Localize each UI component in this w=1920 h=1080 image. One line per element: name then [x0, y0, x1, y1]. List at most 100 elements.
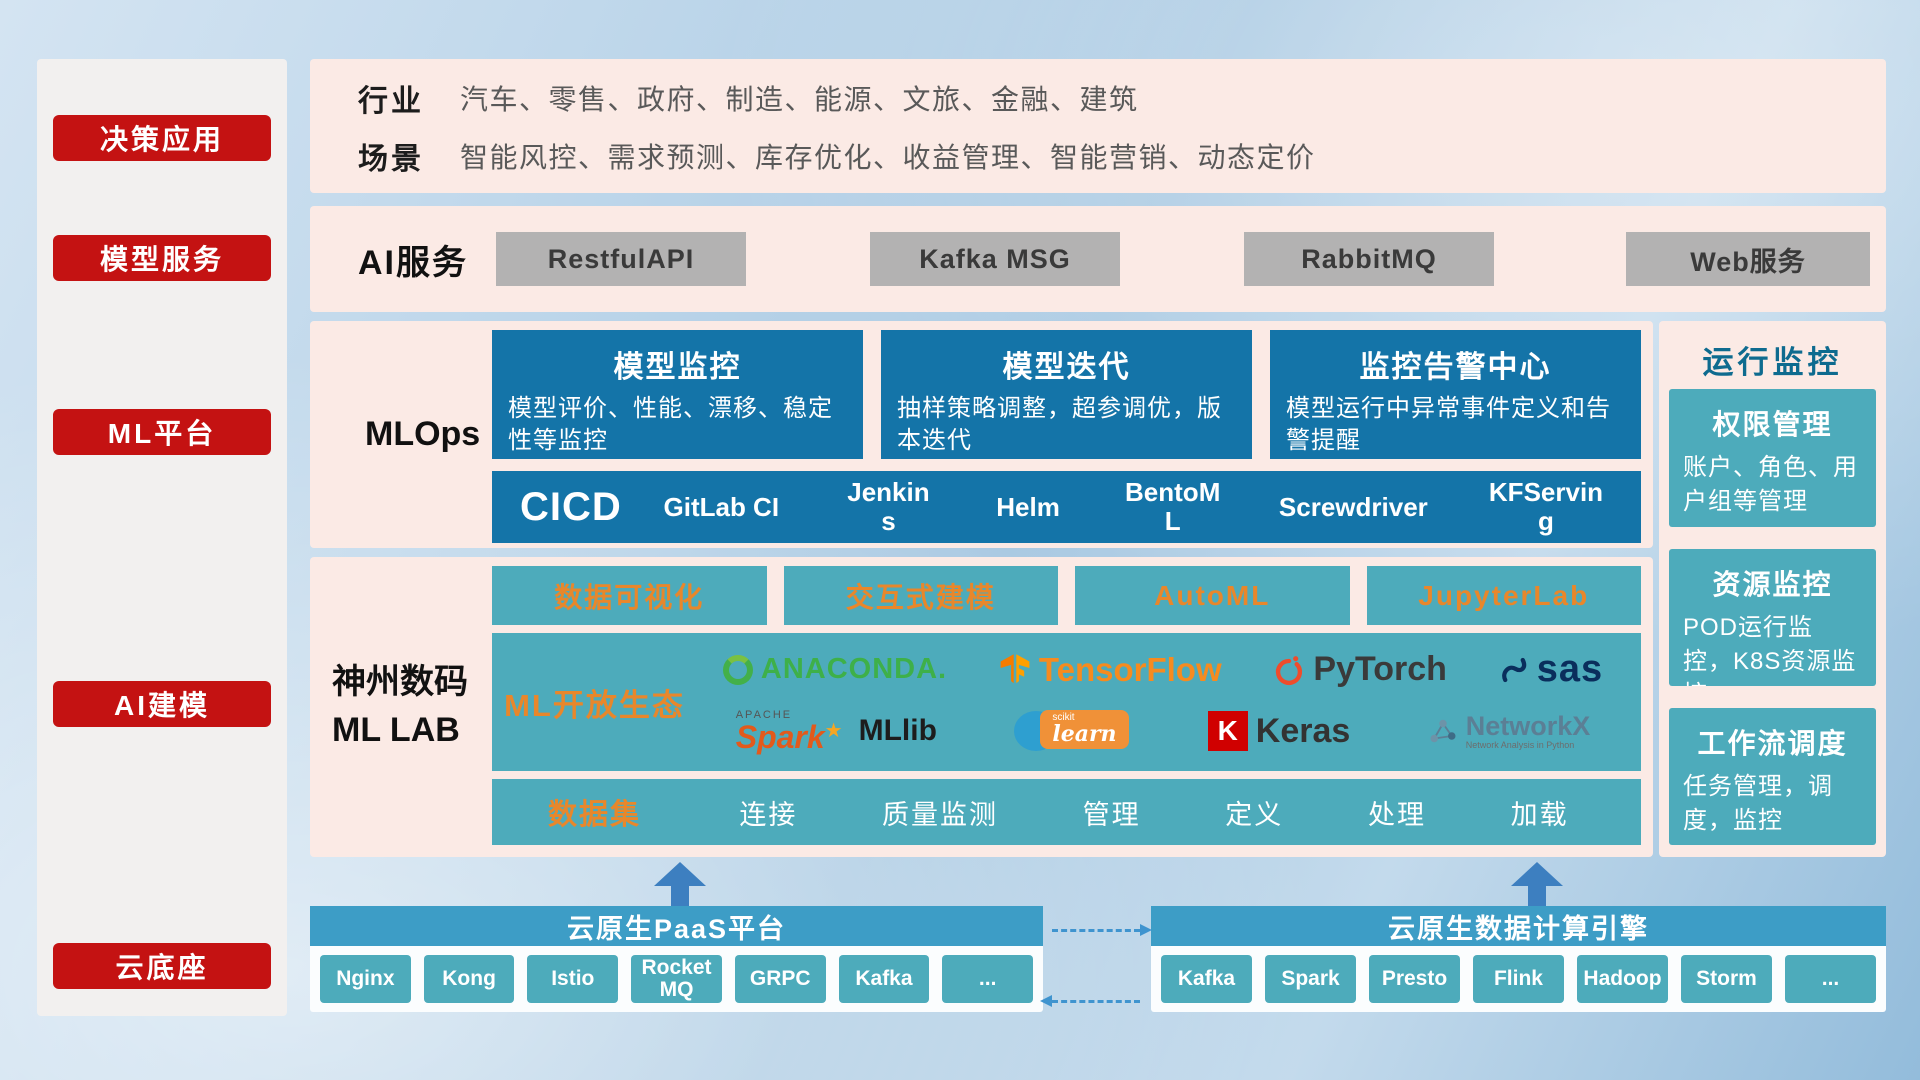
- dataset-item-quality: 质量监测: [881, 799, 998, 830]
- scikit-learn-logo: scikit learn: [1014, 706, 1130, 756]
- card-desc: 模型评价、性能、漂移、稳定性等监控: [508, 395, 833, 454]
- dataset-item-define: 定义: [1225, 799, 1284, 830]
- card-desc: 抽样策略调整，超参调优，版本迭代: [897, 395, 1222, 454]
- spark-wordmark: APACHE Spark★: [735, 708, 843, 755]
- mllab-panel: 神州数码 ML LAB 数据可视化 交互式建模 AutoML JupyterLa…: [310, 557, 1653, 857]
- networkx-icon: [1430, 719, 1456, 743]
- model-monitoring-card: 模型监控 模型评价、性能、漂移、稳定性等监控: [492, 330, 863, 459]
- cicd-bar: CICD GitLab CI Jenkins Helm BentoML Scre…: [492, 471, 1641, 543]
- sidebar-item-decision-apps: 决策应用: [53, 115, 271, 161]
- cicd-item-jenkins: Jenkins: [847, 477, 930, 536]
- tool-jupyterlab: JupyterLab: [1366, 566, 1641, 625]
- ecosystem-logos: ANACONDA. TensorFlow PyTorch sas: [697, 633, 1641, 771]
- workflow-scheduling-card: 工作流调度 任务管理，调度，监控: [1669, 708, 1876, 845]
- tensorflow-icon: [1000, 653, 1030, 683]
- paas-chips-strip: Nginx Kong Istio RocketMQ GRPC Kafka ...: [310, 946, 1043, 1012]
- anaconda-icon: [722, 654, 753, 685]
- permission-management-card: 权限管理 账户、角色、用户组等管理: [1669, 389, 1876, 527]
- dataset-bar: 数据集 连接 质量监测 管理 定义 处理 加载: [492, 779, 1641, 845]
- up-arrow-icon: [654, 862, 706, 906]
- mllab-label: 神州数码 ML LAB: [332, 557, 487, 857]
- sas-label: sas: [1536, 648, 1604, 690]
- scikit-sub-label: scikit: [1052, 712, 1075, 723]
- chip-storm: Storm: [1681, 955, 1772, 1003]
- sidebar-item-model-service: 模型服务: [53, 235, 271, 281]
- tensorflow-logo: TensorFlow: [999, 651, 1222, 689]
- keras-icon: K: [1207, 711, 1248, 751]
- scikit-badge: scikit learn: [1040, 710, 1129, 750]
- chip-kafka: Kafka: [838, 955, 930, 1003]
- tool-automl: AutoML: [1075, 566, 1350, 625]
- networkx-sub-label: Network Analysis in Python: [1465, 740, 1575, 751]
- mlops-label: MLOps: [365, 415, 481, 453]
- spark-star-icon: ★: [824, 719, 843, 742]
- tool-interactive-modeling: 交互式建模: [783, 566, 1058, 625]
- card-title: 模型监控: [613, 351, 742, 384]
- anaconda-label: ANACONDA.: [760, 653, 948, 685]
- cicd-item-gitlab-ci: GitLab CI: [663, 491, 780, 522]
- scenario-label: 场景: [358, 143, 424, 176]
- mlops-panel: MLOps 模型监控 模型评价、性能、漂移、稳定性等监控 模型迭代 抽样策略调整…: [310, 321, 1653, 548]
- chip-grpc: GRPC: [734, 955, 826, 1003]
- card-desc: 模型运行中异常事件定义和告警提醒: [1286, 395, 1611, 454]
- pytorch-label: PyTorch: [1313, 650, 1447, 688]
- cicd-item-helm: Helm: [996, 491, 1060, 522]
- cicd-item-bentoml: BentoML: [1125, 477, 1221, 536]
- spark-mllib-logo: APACHE Spark★ MLlib: [735, 708, 937, 755]
- dataset-item-process: 处理: [1367, 799, 1426, 830]
- apache-label: APACHE: [735, 708, 793, 721]
- resource-monitoring-card: 资源监控 POD运行监控，K8S资源监控: [1669, 549, 1876, 686]
- dashed-arrow-right-icon: [1052, 924, 1152, 936]
- scenario-value: 智能风控、需求预测、库存优化、收益管理、智能营销、动态定价: [460, 142, 1316, 173]
- keras-label: Keras: [1255, 711, 1351, 750]
- dataset-item-manage: 管理: [1082, 799, 1141, 830]
- logo-row-2: APACHE Spark★ MLlib scikit learn K: [697, 706, 1629, 756]
- scenario-row: 场景 智能风控、需求预测、库存优化、收益管理、智能营销、动态定价: [310, 131, 1886, 181]
- cicd-label: CICD: [520, 484, 622, 529]
- chip-hadoop: Hadoop: [1577, 955, 1668, 1003]
- sas-icon: [1501, 657, 1526, 682]
- cicd-item-screwdriver: Screwdriver: [1278, 491, 1428, 522]
- ai-service-kafka-msg: Kafka MSG: [870, 232, 1120, 286]
- ai-service-rabbitmq: RabbitMQ: [1244, 232, 1494, 286]
- sidebar-item-cloud-base: 云底座: [53, 943, 271, 989]
- tensorflow-label: TensorFlow: [1038, 650, 1222, 688]
- ai-service-restfulapi: RestfulAPI: [496, 232, 746, 286]
- dataset-label: 数据集: [547, 799, 641, 831]
- chip-more: ...: [1785, 955, 1876, 1003]
- industry-value: 汽车、零售、政府、制造、能源、文旅、金融、建筑: [460, 84, 1139, 115]
- cicd-items: GitLab CI Jenkins Helm BentoML Screwdriv…: [654, 478, 1641, 535]
- dataset-item-load: 加载: [1510, 799, 1569, 830]
- data-engine-bar: 云原生数据计算引擎: [1151, 906, 1886, 946]
- networkx-wordmark: NetworkX Network Analysis in Python: [1465, 711, 1591, 751]
- chip-kong: Kong: [423, 955, 515, 1003]
- dashed-arrow-left-icon: [1040, 995, 1140, 1007]
- ml-ecosystem-box: ML开放生态 ANACONDA. TensorFlow PyTorch: [492, 633, 1641, 771]
- up-arrow-icon: [1511, 862, 1563, 906]
- chip-rocketmq: RocketMQ: [631, 955, 722, 1003]
- chip-kafka: Kafka: [1161, 955, 1252, 1003]
- dataset-items: 连接 质量监测 管理 定义 处理 加载: [697, 793, 1641, 832]
- industry-row: 行业 汽车、零售、政府、制造、能源、文旅、金融、建筑: [310, 73, 1886, 123]
- chip-flink: Flink: [1473, 955, 1564, 1003]
- chip-istio: Istio: [527, 955, 619, 1003]
- ml-ecosystem-label: ML开放生态: [504, 687, 685, 723]
- keras-logo: K Keras: [1207, 711, 1351, 751]
- tool-data-visualization: 数据可视化: [492, 566, 767, 625]
- ai-service-label: AI服务: [358, 243, 468, 282]
- scikit-main-label: learn: [1052, 721, 1117, 747]
- ai-service-web: Web服务: [1626, 232, 1870, 286]
- mllab-label-line1: 神州数码: [332, 663, 468, 702]
- paas-platform-bar: 云原生PaaS平台: [310, 906, 1043, 946]
- mllab-tools: 数据可视化 交互式建模 AutoML JupyterLab: [492, 566, 1641, 625]
- card-desc: 任务管理，调度，监控: [1683, 773, 1833, 834]
- sidebar-item-ai-modeling: AI建模: [53, 681, 271, 727]
- card-desc: POD运行监控，K8S资源监控: [1683, 614, 1857, 686]
- layer-sidebar: 决策应用 模型服务 ML平台 AI建模 云底座: [37, 59, 287, 1016]
- spark-label: Spark: [735, 718, 825, 755]
- card-title: 工作流调度: [1697, 728, 1848, 759]
- card-title: 资源监控: [1712, 569, 1833, 600]
- pytorch-logo: PyTorch: [1273, 650, 1447, 689]
- networkx-logo: NetworkX Network Analysis in Python: [1428, 711, 1591, 751]
